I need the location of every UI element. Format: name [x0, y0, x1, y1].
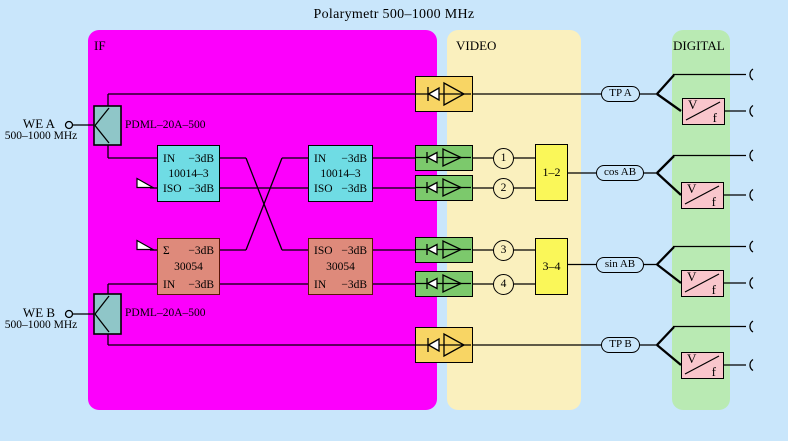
port-label: IN: [163, 278, 176, 291]
vf-f-label: f: [711, 282, 716, 297]
channel-3-circle: 3: [493, 239, 514, 261]
port-label: ISO: [314, 244, 333, 257]
input-b-frequency: 500–1000 MHz: [4, 319, 78, 331]
output-connector-icons: [749, 68, 754, 372]
output-label-sin-ab: sin AB: [596, 256, 644, 273]
port-label: IN: [314, 152, 327, 165]
hybrid-10014-3-second: IN −3dB 10014–3 ISO −3dB: [308, 145, 373, 202]
hybrid-30054-first: Σ −3dB 30054 IN −3dB: [157, 238, 220, 295]
hybrid-model-label: 30054: [326, 261, 355, 273]
channel-2-circle: 2: [493, 177, 514, 199]
diode-amplifier-icon: [416, 177, 471, 198]
output-label-tpb: TP B: [601, 337, 640, 353]
diagram-title: Polarymetr 500–1000 MHz: [313, 7, 475, 22]
v-f-converter-tpa: V f: [682, 97, 725, 125]
port-label: IN: [314, 278, 327, 291]
v-f-converter-sin: V f: [681, 269, 724, 297]
detector-amplifier-ch1: [415, 145, 473, 171]
digital-section-label: DIGITAL: [673, 38, 725, 53]
diode-amplifier-icon: [416, 332, 471, 358]
attenuation-label: −3dB: [188, 278, 214, 291]
diode-amplifier-icon: [416, 81, 471, 107]
output-label-cos-ab: cos AB: [596, 165, 644, 181]
channel-4-circle: 4: [493, 273, 514, 295]
vf-v-label: V: [687, 351, 697, 366]
hybrid-model-label: 30054: [174, 261, 203, 273]
attenuation-label: −3dB: [188, 182, 214, 195]
attenuation-label: −3dB: [341, 244, 367, 257]
attenuation-label: −3dB: [188, 152, 214, 165]
output-label-tpa: TP A: [601, 86, 640, 102]
detector-amplifier-ch4: [415, 271, 473, 297]
vf-f-label: f: [711, 364, 716, 379]
combiner-3-4: 3–4: [535, 238, 568, 295]
input-b-label: WE B: [22, 305, 56, 320]
detector-amplifier-tpb: [415, 327, 473, 363]
hybrid-10014-3-first: IN −3dB 10014–3 ISO −3dB: [157, 145, 220, 202]
vf-v-label: V: [687, 269, 697, 284]
port-label: ISO: [163, 182, 182, 195]
combiner-1-2: 1–2: [535, 144, 568, 201]
diode-amplifier-icon: [416, 147, 471, 168]
detector-amplifier-ch3: [415, 237, 473, 263]
detector-amplifier-tpa: [415, 76, 473, 112]
diode-amplifier-icon: [416, 239, 471, 260]
input-a-frequency: 500–1000 MHz: [4, 130, 78, 142]
splitter-a-model-label: PDML–20A–500: [125, 119, 206, 131]
if-section-label: IF: [94, 38, 106, 53]
channel-1-circle: 1: [493, 147, 514, 169]
hybrid-model-label: 10014–3: [168, 167, 209, 180]
input-a-label: WE A: [22, 116, 56, 131]
vf-v-label: V: [687, 181, 697, 196]
attenuation-label: −3dB: [341, 152, 367, 165]
port-label: IN: [163, 152, 176, 165]
attenuation-label: −3dB: [341, 182, 367, 195]
if-section-panel: [88, 30, 437, 410]
detector-amplifier-ch2: [415, 175, 473, 201]
hybrid-model-label: 10014–3: [320, 167, 361, 180]
vf-v-label: V: [688, 97, 698, 112]
splitter-b-model-label: PDML–20A–500: [125, 307, 206, 319]
attenuation-label: −3dB: [341, 278, 367, 291]
v-f-converter-tpb: V f: [681, 351, 724, 379]
attenuation-label: −3dB: [188, 244, 214, 257]
vf-f-label: f: [712, 110, 717, 125]
v-f-converter-cos: V f: [681, 181, 724, 209]
hybrid-30054-second: ISO −3dB 30054 IN −3dB: [308, 238, 373, 295]
diode-amplifier-icon: [416, 273, 471, 294]
video-section-label: VIDEO: [456, 38, 497, 53]
port-label: ISO: [314, 182, 333, 195]
vf-f-label: f: [711, 194, 716, 209]
port-label: Σ: [163, 244, 170, 257]
